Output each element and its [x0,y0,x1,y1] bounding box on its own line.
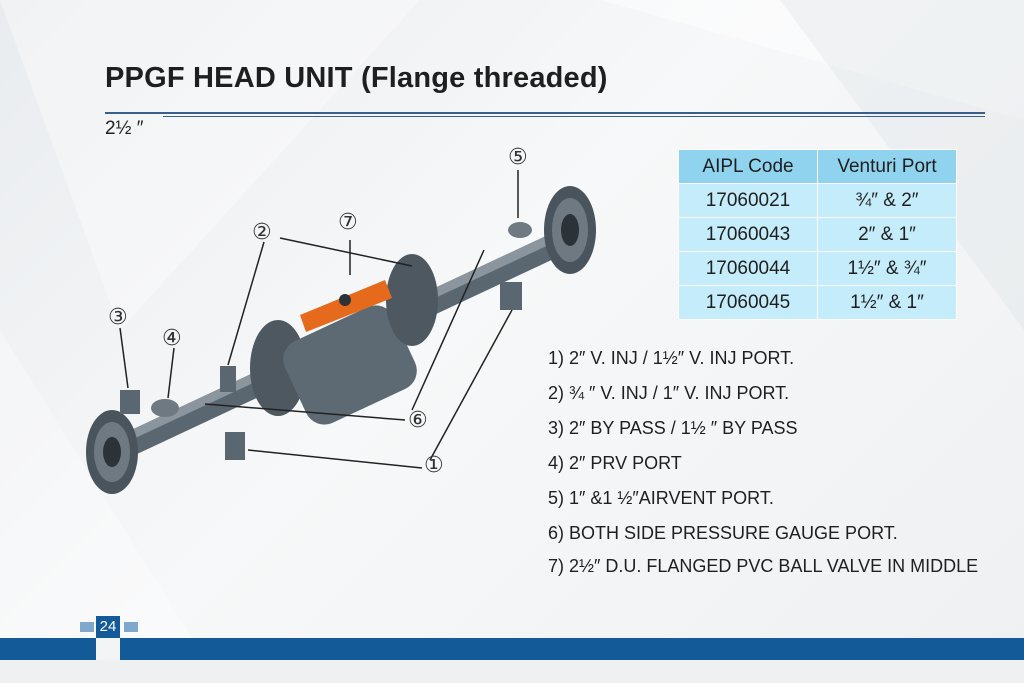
table-row: 17060021 ¾″ & 2″ [678,183,957,218]
footer-square-left [80,622,94,632]
callout-6: ⑥ [408,408,428,433]
table-cell: 17060043 [678,217,818,252]
table-row: 17060045 1½″ & 1″ [678,285,957,320]
airvent-port [508,222,532,238]
ball-valve-body [250,254,438,425]
list-item: 3) 2″ BY PASS / 1½ ″ BY PASS [548,418,798,438]
header-venturi-port: Venturi Port [817,149,957,184]
table-cell: 2″ & 1″ [817,217,957,252]
injection-port-right [500,282,522,310]
callout-7: ⑦ [338,210,358,235]
table-cell: 17060021 [678,183,818,218]
aipl-code-table: AIPL Code Venturi Port 17060021 ¾″ & 2″ … [678,149,957,320]
callout-2: ② [252,220,272,245]
valve-handle [300,280,392,332]
callout-4: ④ [162,326,182,351]
size-divider [163,116,985,117]
right-flange [544,186,596,274]
list-item: 1) 2″ V. INJ / 1½″ V. INJ PORT. [548,348,795,368]
prv-port [151,399,179,417]
list-item: 2) ¾ ″ V. INJ / 1″ V. INJ PORT. [548,383,790,403]
table-row: 17060044 1½″ & ¾″ [678,251,957,286]
injection-port-small [220,366,236,392]
table-cell: 1½″ & 1″ [817,285,957,320]
injection-port-bottom [225,432,245,460]
left-flange [86,410,138,494]
leader-lines [119,170,519,469]
size-label: 2½ ″ [105,118,144,139]
callout-3: ③ [108,305,128,330]
page-title: PPGF HEAD UNIT (Flange threaded) [105,62,608,94]
bypass-port [120,390,140,414]
table-cell: ¾″ & 2″ [817,183,957,218]
page-number: 24 [96,616,120,638]
footer-gap [96,638,120,660]
footer-square-right [124,622,138,632]
callout-1: ① [424,453,444,478]
table-cell: 1½″ & ¾″ [817,251,957,286]
table-header-row: AIPL Code Venturi Port [678,149,957,184]
table-cell: 17060044 [678,251,818,286]
table-cell: 17060045 [678,285,818,320]
head-unit-diagram [86,170,596,494]
table-row: 17060043 2″ & 1″ [678,217,957,252]
footer-band [0,638,1024,660]
port-list: 1) 2″ V. INJ / 1½″ V. INJ PORT. 2) ¾ ″ V… [548,345,988,578]
list-item: 5) 1″ &1 ½″AIRVENT PORT. [548,488,774,508]
callout-5: ⑤ [508,145,528,170]
list-item: 6) BOTH SIDE PRESSURE GAUGE PORT. [548,523,898,543]
list-item: 7) 2½″ D.U. FLANGED PVC BALL VALVE IN MI… [548,556,979,576]
title-divider [105,112,985,114]
list-item: 4) 2″ PRV PORT [548,453,682,473]
footer-strip [0,660,1024,683]
header-aipl-code: AIPL Code [678,149,818,184]
